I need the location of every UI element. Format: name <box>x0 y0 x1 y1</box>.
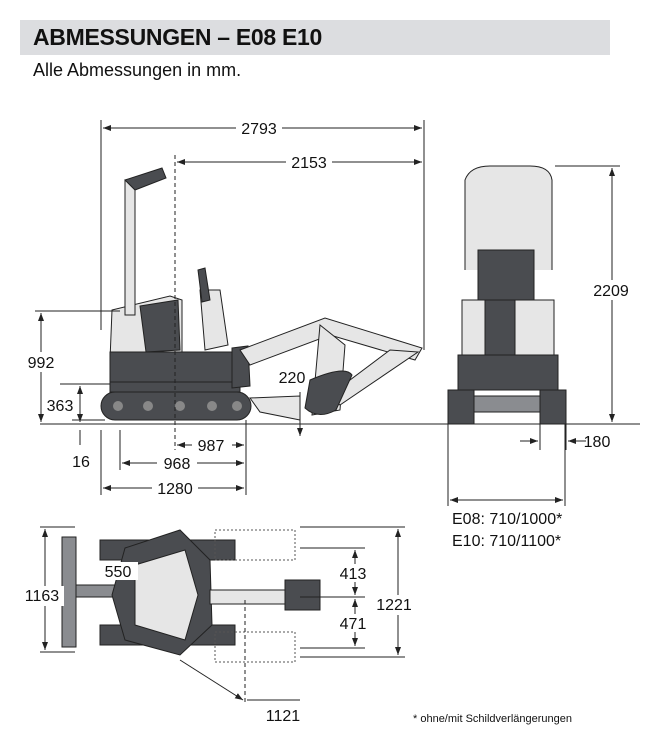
dim-track-width: 180 <box>584 434 611 451</box>
dim-track-ground-contact: 968 <box>164 456 191 473</box>
dim-center-to-track-end: 987 <box>198 438 225 455</box>
dim-width-e10: E10: 710/1100* <box>452 533 561 550</box>
dim-ground-clearance: 16 <box>72 454 90 471</box>
dim-height-blade: 363 <box>47 398 74 415</box>
dim-blade-width: 1163 <box>25 588 60 605</box>
dim-overall-length: 2793 <box>241 121 277 138</box>
dim-boom-swing-right: 471 <box>340 616 367 633</box>
excavator-top-view <box>61 529 321 663</box>
page-title: ABMESSUNGEN – E08 E10 <box>33 24 322 50</box>
dim-length-from-center: 2153 <box>291 155 327 172</box>
header-bar <box>20 20 610 55</box>
dim-track-length: 1280 <box>157 481 193 498</box>
footnote: * ohne/mit Schildverlängerungen <box>413 713 572 725</box>
dim-boom-swing-left: 413 <box>340 566 367 583</box>
page-subtitle: Alle Abmessungen in mm. <box>33 60 242 80</box>
dim-front-height: 2209 <box>593 283 629 300</box>
dim-blade-offset: 550 <box>105 564 132 581</box>
dim-dig-depth-blade: 220 <box>279 370 306 387</box>
excavator-front-view <box>447 165 567 425</box>
dim-tail-radius: 1121 <box>266 708 301 725</box>
dim-height-upper: 992 <box>28 355 55 372</box>
dim-total-width: 1221 <box>376 597 412 614</box>
dim-width-e08: E08: 710/1000* <box>452 511 562 528</box>
excavator-side-view <box>100 167 423 421</box>
